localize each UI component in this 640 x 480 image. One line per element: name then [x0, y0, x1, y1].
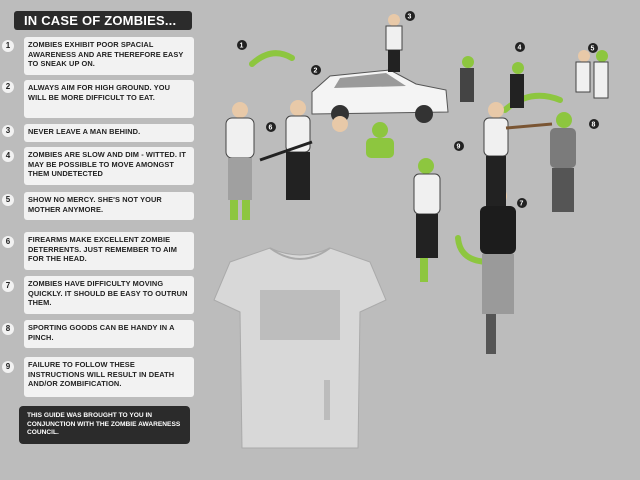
car-illustration: [311, 69, 449, 123]
page-title: IN CASE OF ZOMBIES...: [14, 11, 192, 30]
rule-number-5: 5: [2, 194, 14, 206]
survivor-figures: [225, 14, 553, 354]
rule-number-1: 1: [2, 40, 14, 52]
scene-marker-8: 8: [592, 122, 596, 129]
rule-2: ALWAYS AIM FOR HIGH GROUND. YOU WILL BE …: [24, 80, 194, 118]
rule-number-8: 8: [2, 323, 14, 335]
rule-4: ZOMBIES ARE SLOW AND DIM - WITTED. IT MA…: [24, 147, 194, 185]
rule-7: ZOMBIES HAVE DIFFICULTY MOVING QUICKLY. …: [24, 276, 194, 314]
scene-marker-5: 5: [591, 46, 595, 53]
zombie-figures: [332, 50, 609, 282]
rule-number-4: 4: [2, 150, 14, 162]
scene-marker-7: 7: [520, 201, 524, 208]
zombie-scene-illustration: 1 2 3 4 5 6 7 8 9: [213, 11, 609, 449]
t-shirt-illustration: [213, 247, 387, 449]
rule-3: NEVER LEAVE A MAN BEHIND.: [24, 124, 194, 142]
rule-5: SHOW NO MERCY. SHE'S NOT YOUR MOTHER ANY…: [24, 192, 194, 220]
rule-6: FIREARMS MAKE EXCELLENT ZOMBIE DETERRENT…: [24, 232, 194, 270]
footer-credit: THIS GUIDE WAS BROUGHT TO YOU IN CONJUNC…: [19, 406, 190, 444]
rule-number-7: 7: [2, 280, 14, 292]
scene-marker-3: 3: [408, 14, 412, 21]
rule-number-9: 9: [2, 361, 14, 373]
scene-marker-6: 6: [269, 125, 273, 132]
scene-marker-9: 9: [457, 144, 461, 151]
rule-9: FAILURE TO FOLLOW THESE INSTRUCTIONS WIL…: [24, 357, 194, 397]
rule-8: SPORTING GOODS CAN BE HANDY IN A PINCH.: [24, 320, 194, 348]
scene-marker-4: 4: [518, 45, 522, 52]
scene-markers: 1 2 3 4 5 6 7 8 9: [237, 11, 599, 208]
scene-marker-1: 1: [240, 43, 244, 50]
rule-number-3: 3: [2, 125, 14, 137]
scene-marker-2: 2: [314, 68, 318, 75]
rule-1: ZOMBIES EXHIBIT POOR SPACIAL AWARENESS A…: [24, 37, 194, 75]
rule-number-2: 2: [2, 81, 14, 93]
rule-number-6: 6: [2, 236, 14, 248]
